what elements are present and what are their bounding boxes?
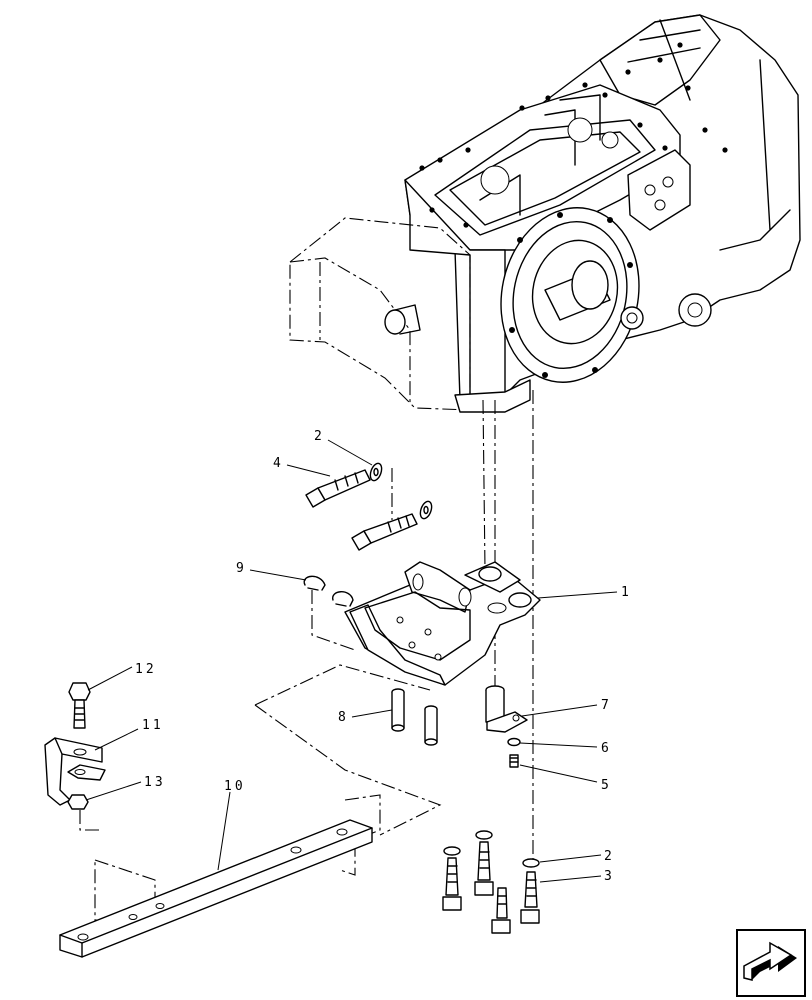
lower-bolt-4 [520,858,540,924]
callout-2-lower: 2 [604,849,615,864]
drawbar-support-bracket [344,561,541,686]
callout-5: 5 [601,778,612,793]
axle-flange [500,207,640,383]
callout-6: 6 [601,741,612,756]
nut-13 [67,794,89,810]
callout-11: 11 [142,718,164,733]
washer-upper [369,462,383,482]
callout-4: 4 [273,456,284,471]
housing-bolt-holes [419,42,728,308]
callout-3: 3 [604,869,615,884]
lower-bolt-2 [474,830,494,896]
callout-2-upper: 2 [314,429,325,444]
lower-bolts [442,830,540,934]
bolt-lower [351,513,418,551]
bolt-upper [305,469,371,508]
callout-9: 9 [236,561,247,576]
lower-bolt-3 [491,887,511,934]
bolt-small [509,754,519,768]
callout-13: 13 [144,775,166,790]
transmission-housing [289,14,801,413]
callout-12: 12 [135,662,157,677]
u-bracket-11 [44,737,106,806]
retaining-clips [303,575,354,607]
callout-7: 7 [601,698,612,713]
washer-lower [419,500,433,520]
lock-washer-small [507,737,521,747]
assembly-centerlines [79,390,534,860]
next-page-arrow-icon[interactable] [736,929,806,997]
pivot-pin-with-plate [485,685,528,733]
callout-10: 10 [224,779,246,794]
bolt-12 [68,682,91,729]
lower-bolt-1 [442,846,462,911]
callout-8: 8 [338,710,349,725]
callout-labels: 1 2 2 3 4 5 6 7 8 9 10 11 12 13 [135,429,632,884]
leader-lines [85,439,618,883]
drawbar-pins [391,688,438,746]
drawbar [59,794,381,958]
pto-shield-outline [289,217,471,411]
callout-1: 1 [621,585,632,600]
